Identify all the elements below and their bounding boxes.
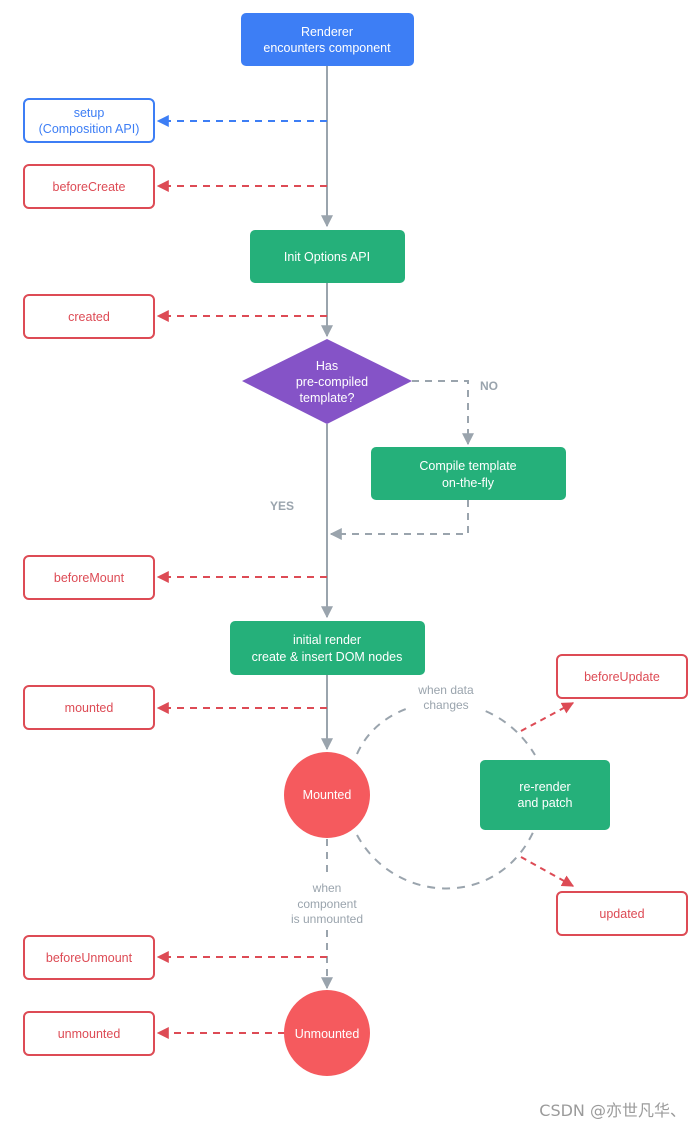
node-compile-line-1: Compile template <box>419 459 516 473</box>
hook-updated-label: updated <box>599 907 644 921</box>
node-rerender-line-2: and patch <box>518 796 573 810</box>
node-decision: Has pre-compiled template? <box>242 339 412 424</box>
update-loop-bottom-arc <box>356 827 536 890</box>
node-mounted-label: Mounted <box>303 788 352 802</box>
node-renderer-line-2: encounters component <box>263 41 391 55</box>
watermark: CSDN @亦世凡华、 <box>539 1101 686 1120</box>
branch-label-no: NO <box>480 379 498 393</box>
hook-line-updated <box>520 856 575 887</box>
node-decision-line-2: pre-compiled <box>296 375 368 389</box>
node-initial-render-line-1: initial render <box>293 633 361 647</box>
hook-beforeUnmount-label: beforeUnmount <box>46 951 133 965</box>
node-compile-line-2: on-the-fly <box>442 476 495 490</box>
node-init-options-label: Init Options API <box>284 250 370 264</box>
label-data-changes-line-2: changes <box>423 698 468 712</box>
hook-setup: setup (Composition API) <box>23 98 155 143</box>
hook-unmounted: unmounted <box>23 1011 155 1056</box>
flow-line-decision-no <box>412 380 474 446</box>
hook-beforeMount: beforeMount <box>23 555 155 600</box>
hook-beforeCreate: beforeCreate <box>23 164 155 209</box>
hook-beforeUnmount: beforeUnmount <box>23 935 155 980</box>
hook-beforeUpdate: beforeUpdate <box>556 654 688 699</box>
hook-line-beforeUpdate <box>520 702 575 732</box>
hook-setup-line-1: setup <box>74 106 105 120</box>
label-data-changes-line-1: when data <box>417 683 474 697</box>
hook-beforeCreate-label: beforeCreate <box>53 180 126 194</box>
hook-setup-line-2: (Composition API) <box>39 122 140 136</box>
branch-label-yes: YES <box>270 499 294 513</box>
node-renderer: Renderer encounters component <box>241 13 414 66</box>
hook-mounted: mounted <box>23 685 155 730</box>
hook-created-label: created <box>68 310 110 324</box>
node-mounted: Mounted <box>284 752 370 838</box>
hook-updated: updated <box>556 891 688 936</box>
label-component-unmounted-line-1: when <box>312 881 342 895</box>
hook-beforeUpdate-label: beforeUpdate <box>584 670 660 684</box>
hook-mounted-label: mounted <box>65 701 114 715</box>
hook-beforeMount-label: beforeMount <box>54 571 125 585</box>
node-initial-render: initial render create & insert DOM nodes <box>230 621 425 675</box>
label-component-unmounted-bg <box>290 878 366 926</box>
node-renderer-line-1: Renderer <box>301 25 353 39</box>
node-init-options: Init Options API <box>250 230 405 283</box>
label-data-changes-bg <box>412 682 480 712</box>
node-unmounted: Unmounted <box>284 990 370 1076</box>
label-component-unmounted-line-3: is unmounted <box>291 912 363 926</box>
hook-created: created <box>23 294 155 339</box>
node-initial-render-line-2: create & insert DOM nodes <box>252 650 403 664</box>
hook-unmounted-label: unmounted <box>58 1027 121 1041</box>
update-loop-top-arc <box>356 701 536 756</box>
node-decision-line-3: template? <box>300 391 355 405</box>
label-component-unmounted-line-2: component <box>297 897 357 911</box>
node-rerender: re-render and patch <box>480 760 610 830</box>
node-decision-line-1: Has <box>316 359 338 373</box>
flow-line-compile-return <box>329 500 469 540</box>
node-rerender-line-1: re-render <box>519 780 570 794</box>
node-unmounted-label: Unmounted <box>295 1027 360 1041</box>
node-compile-template: Compile template on-the-fly <box>371 447 566 500</box>
